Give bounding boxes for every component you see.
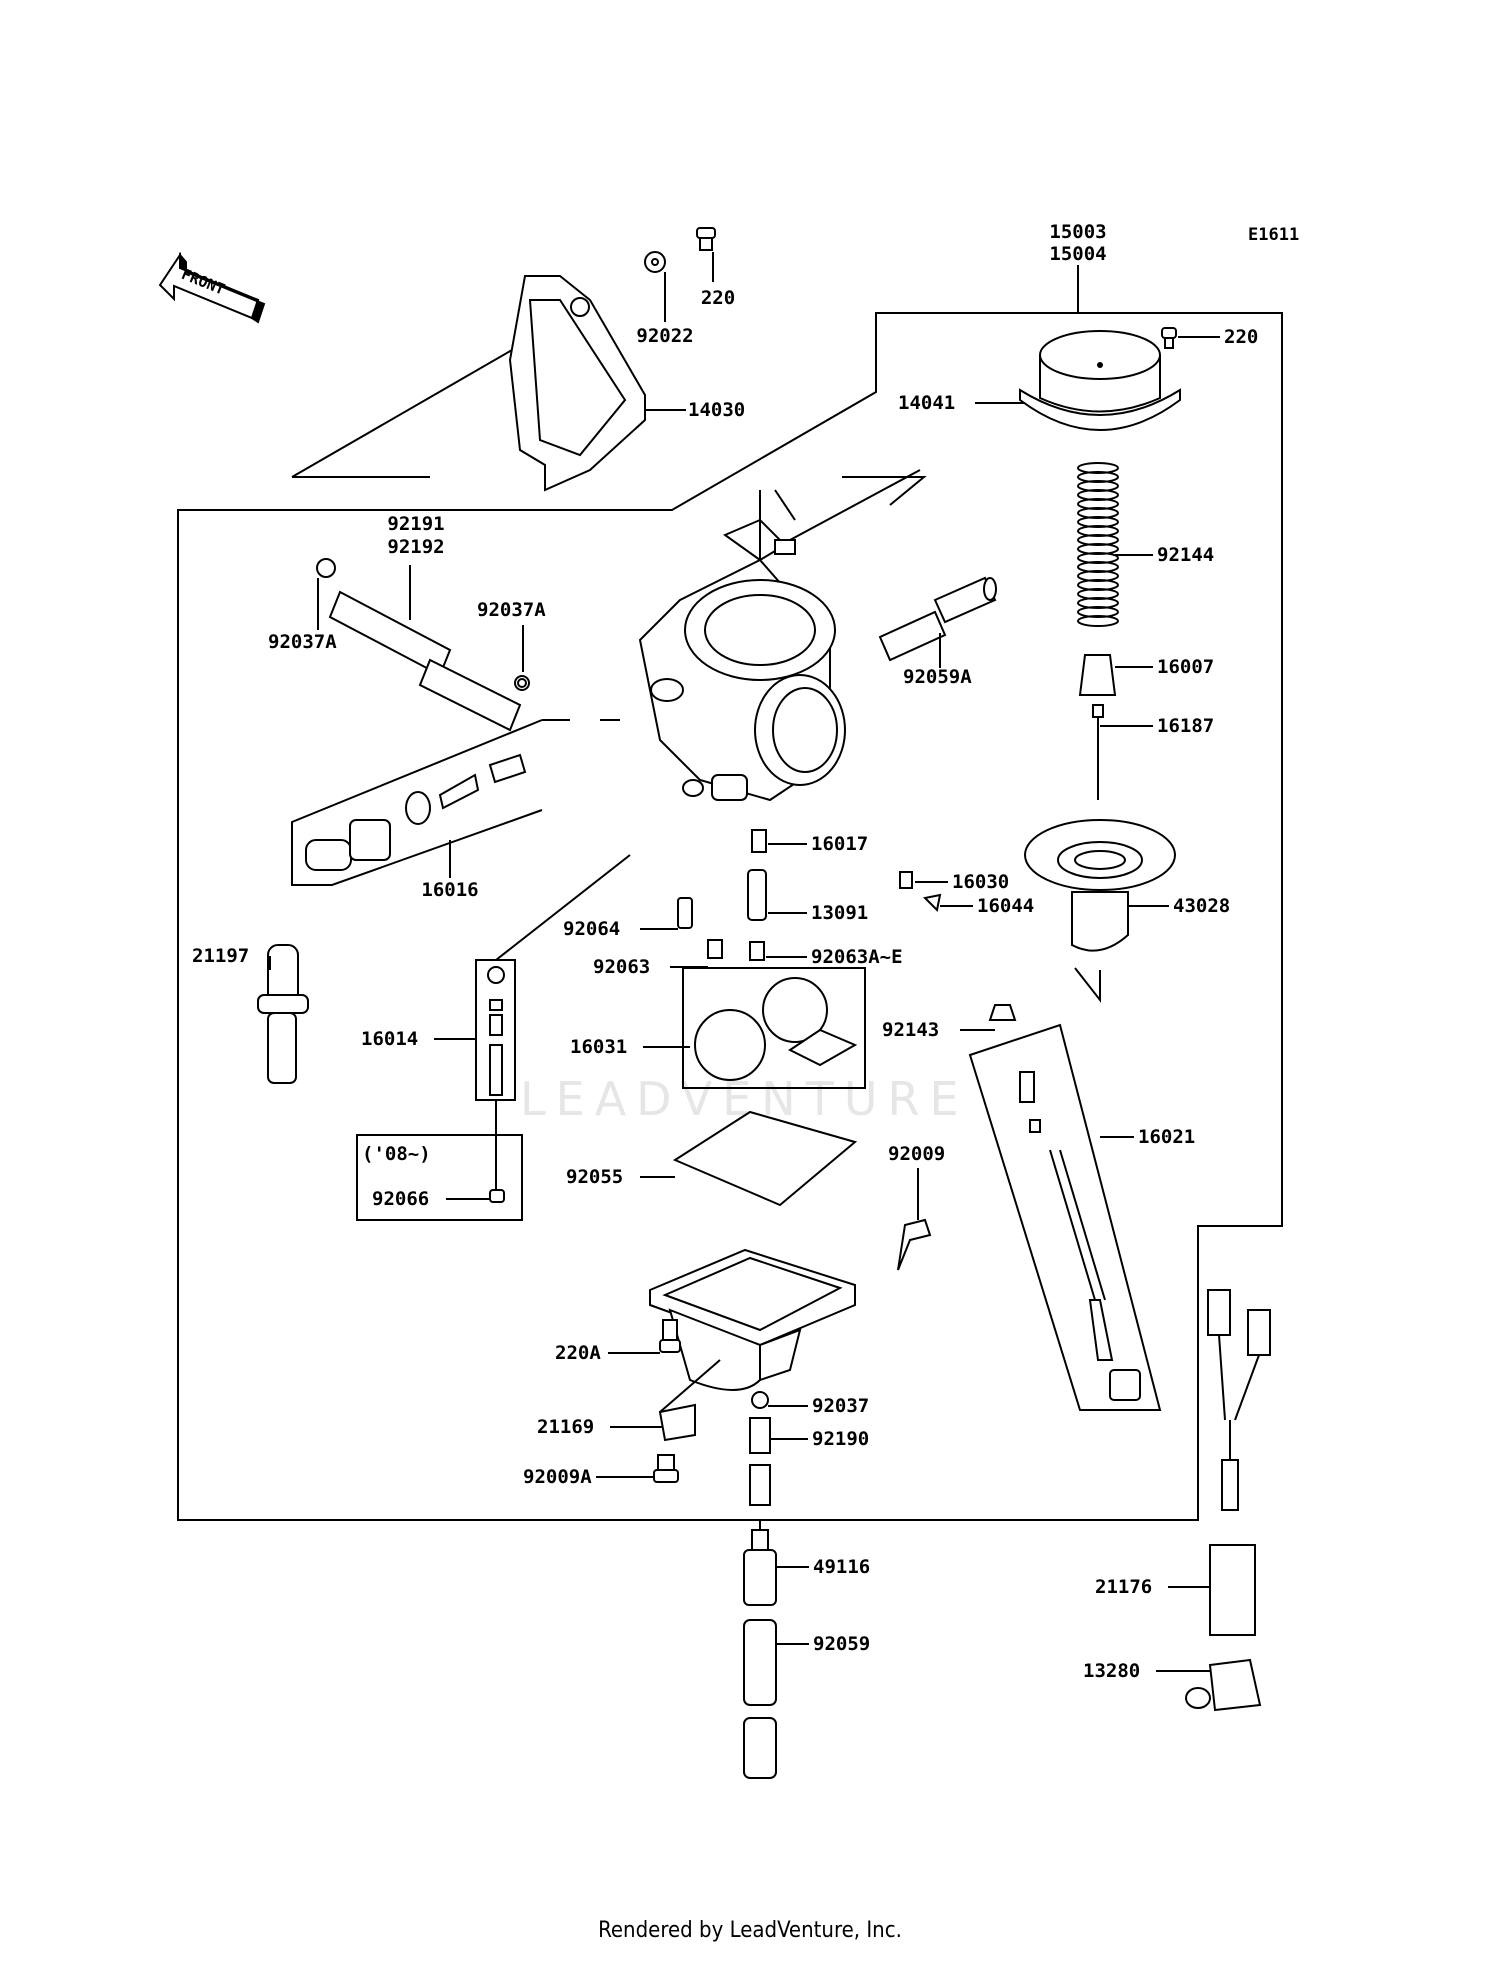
- part-label-31: 92009: [888, 1143, 945, 1165]
- throttle-valve-part: [694, 977, 858, 1081]
- part-label-32: 220A: [555, 1342, 601, 1364]
- part-label-22: 92063: [593, 956, 650, 978]
- bracket-part: [658, 1403, 696, 1442]
- part-label-27: 92143: [882, 1019, 939, 1041]
- drain-screw-part: [897, 1218, 932, 1271]
- part-label-0: 220: [701, 287, 735, 309]
- part-label-15: 92037A: [268, 631, 337, 653]
- clip-part: [922, 893, 942, 913]
- hose-fitting-part: [743, 1529, 777, 1606]
- sensor-part: [1185, 1658, 1262, 1712]
- part-label-10: 43028: [1173, 895, 1230, 917]
- part-label-2: 14030: [688, 399, 745, 421]
- jet-stack-part: [677, 829, 767, 961]
- part-label-40: 13280: [1083, 1660, 1140, 1682]
- part-label-17: 92059A: [903, 666, 972, 688]
- variant-box-label: ('08~): [362, 1143, 431, 1165]
- part-label-7: 92144: [1157, 544, 1214, 566]
- float-valve-part: [487, 966, 505, 1096]
- part-label-21: 92064: [563, 918, 620, 940]
- part-label-29: 92066: [372, 1188, 429, 1210]
- hose-part: [878, 576, 997, 662]
- starter-plunger-part: [305, 753, 527, 871]
- part-label-16: 92037A: [477, 599, 546, 621]
- needle-holder-part: [1078, 654, 1117, 696]
- part-label-9: 16187: [1157, 715, 1214, 737]
- part-label-24: 21197: [192, 945, 249, 967]
- jet-needle-part: [1092, 704, 1104, 800]
- part-label-28: 16021: [1138, 1126, 1195, 1148]
- screw-small-part: [899, 871, 913, 889]
- part-label-23: 92063A~E: [811, 946, 903, 968]
- part-label-6: 14041: [898, 392, 955, 414]
- part-label-1: 92022: [636, 325, 693, 347]
- part-label-38: 92059: [813, 1633, 870, 1655]
- front-arrow-icon: FRONT: [158, 251, 266, 324]
- starter-plunger-outline: [291, 719, 620, 886]
- part-label-11: 16030: [952, 871, 1009, 893]
- footer-credit: Rendered by LeadVenture, Inc.: [598, 1918, 902, 1943]
- drain-hose-part: [749, 1417, 771, 1506]
- pilot-screw-part: [1019, 1071, 1141, 1401]
- part-label-14: 92192: [387, 536, 444, 558]
- part-label-3: 15003: [1049, 221, 1106, 243]
- part-label-12: 16044: [977, 895, 1034, 917]
- float-bowl-part: [649, 1248, 856, 1391]
- top-cap-part: [1019, 330, 1181, 431]
- part-label-8: 16007: [1157, 656, 1214, 678]
- part-label-18: 16016: [421, 879, 478, 901]
- part-label-37: 49116: [813, 1556, 870, 1578]
- bowl-gasket-part: [672, 1110, 858, 1207]
- spring-part: [1077, 462, 1119, 627]
- part-label-20: 13091: [811, 902, 868, 924]
- plug-part: [489, 1189, 505, 1203]
- part-label-26: 16031: [570, 1036, 627, 1058]
- cap-part: [988, 1004, 1017, 1021]
- screw-part: [696, 227, 716, 251]
- assembly-outline: [177, 312, 1283, 1521]
- carb-cover-part: [508, 275, 646, 492]
- cap-screw-part: [1161, 327, 1177, 349]
- throttle-valve-box: [682, 967, 866, 1089]
- part-label-33: 92037: [812, 1395, 869, 1417]
- bowl-screw-part: [659, 1319, 681, 1353]
- part-label-35: 92190: [812, 1428, 869, 1450]
- leader-lines: [269, 252, 1220, 1672]
- part-label-39: 21176: [1095, 1576, 1152, 1598]
- part-label-30: 92055: [566, 1166, 623, 1188]
- part-label-13: 92191: [387, 513, 444, 535]
- carb-heater-harness-part: [1207, 1289, 1271, 1636]
- carb-body-part: [638, 469, 921, 802]
- bracket-screw-part: [653, 1454, 679, 1483]
- diagram-code: E1611: [1248, 225, 1299, 245]
- clamp-part: [751, 1391, 769, 1409]
- vent-hose-part: [316, 558, 530, 732]
- drain-tube-part: [743, 1619, 777, 1779]
- part-label-34: 21169: [537, 1416, 594, 1438]
- fuel-fitting-part: [257, 944, 309, 1084]
- part-label-19: 16017: [811, 833, 868, 855]
- pilot-screw-outline: [968, 1023, 1162, 1411]
- watermark-text: LEADVENTURE: [520, 1072, 969, 1126]
- part-label-5: 220: [1224, 326, 1258, 348]
- part-label-4: 15004: [1049, 243, 1106, 265]
- part-label-25: 16014: [361, 1028, 418, 1050]
- part-label-36: 92009A: [523, 1466, 592, 1488]
- float-valve-box: [475, 959, 516, 1101]
- diaphragm-piston-part: [1024, 819, 1176, 952]
- variant-box: [356, 1134, 523, 1221]
